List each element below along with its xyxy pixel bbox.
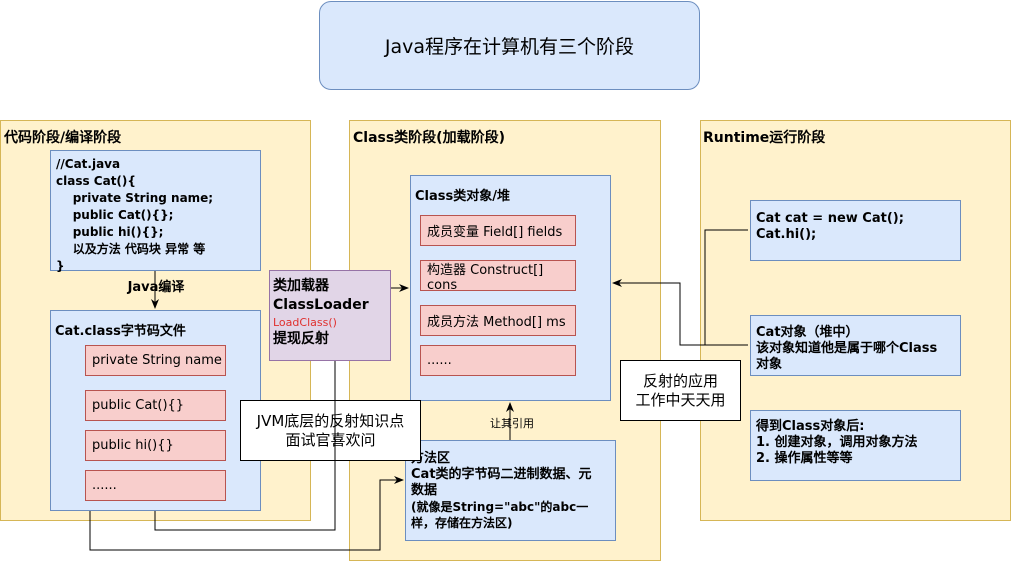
- class-object-constructor: 构造器 Construct[] cons: [420, 260, 576, 293]
- diagram-title: Java程序在计算机有三个阶段: [319, 1, 700, 90]
- runtime-get-line: 2. 操作属性等等: [756, 451, 853, 466]
- bytecode-to-methodarea-arrow: [89, 476, 404, 551]
- class-object-more: ......: [420, 345, 576, 376]
- source-line: class Cat(){: [56, 174, 136, 188]
- class-object-field: 成员变量 Field[] fields: [420, 215, 576, 246]
- ref-label: 让其引用: [488, 416, 536, 431]
- bytecode-item: public Cat(){}: [85, 390, 226, 421]
- class-object-method: 成员方法 Method[] ms: [420, 305, 576, 336]
- runtime-get-box: 得到Class对象后: 1. 创建对象，调用对象方法 2. 操作属性等等: [750, 410, 961, 481]
- runtime-get-line: 得到Class对象后:: [756, 419, 865, 434]
- jvm-note: JVM底层的反射知识点 面试官喜欢问: [240, 400, 421, 461]
- loadclass-method: LoadClass(): [273, 316, 337, 329]
- source-code-box: //Cat.java class Cat(){ private String n…: [50, 150, 261, 273]
- source-line: public Cat(){};: [56, 208, 174, 222]
- compile-label: Java编译: [124, 279, 188, 297]
- reflect-label: 提现反射: [273, 331, 329, 347]
- stage-class-title: Class类阶段(加载阶段): [353, 130, 505, 146]
- method-area-line: (就像是String="abc"的abc一: [411, 500, 589, 514]
- runtime-get-line: 1. 创建对象，调用对象方法: [756, 435, 918, 450]
- classloader-label: 类加载器: [273, 278, 329, 294]
- bytecode-item: ......: [85, 470, 226, 501]
- runtime-object-box: Cat对象（堆中） 该对象知道他是属于哪个Class 对象: [750, 315, 961, 376]
- bytecode-item: public hi(){}: [85, 430, 226, 461]
- classloader-box: 类加载器 ClassLoader LoadClass() 提现反射: [269, 270, 391, 361]
- runtime-code-line: Cat.hi();: [756, 227, 817, 242]
- bytecode-title: Cat.class字节码文件: [55, 324, 186, 339]
- source-line: //Cat.java: [56, 157, 121, 171]
- jvm-note-line: 面试官喜欢问: [285, 430, 376, 449]
- runtime-code-line: Cat cat = new Cat();: [756, 211, 904, 226]
- source-line: 以及方法 代码块 异常 等: [56, 242, 206, 256]
- source-line: }: [56, 259, 65, 273]
- bytecode-item: private String name: [85, 345, 226, 376]
- reflect-note-line: 反射的应用: [642, 371, 718, 390]
- runtime-to-class-arrow: [612, 229, 748, 346]
- runtime-object-line: 该对象知道他是属于哪个Class: [756, 341, 938, 356]
- method-area-line: 数据: [411, 483, 438, 498]
- method-area-line: Cat类的字节码二进制数据、元: [411, 467, 592, 482]
- runtime-object-line: Cat对象（堆中）: [756, 325, 859, 340]
- class-object-title: Class类对象/堆: [415, 189, 510, 204]
- reflect-note-line: 工作中天天用: [635, 390, 726, 409]
- reflect-note: 反射的应用 工作中天天用: [620, 360, 741, 421]
- jvm-note-line: JVM底层的反射知识点: [256, 411, 405, 430]
- stage-code-title: 代码阶段/编译阶段: [4, 130, 122, 146]
- runtime-object-line: 对象: [756, 357, 783, 372]
- stage-runtime-title: Runtime运行阶段: [703, 130, 826, 146]
- bytecode-to-loader-line: [154, 361, 336, 531]
- runtime-code-box: Cat cat = new Cat(); Cat.hi();: [750, 200, 961, 261]
- classloader-name: ClassLoader: [273, 297, 369, 313]
- method-area-line: 样，存储在方法区): [411, 516, 513, 530]
- source-line: public hi(){};: [56, 225, 164, 239]
- method-area-box: 方法区 Cat类的字节码二进制数据、元 数据 (就像是String="abc"的…: [405, 440, 616, 541]
- source-line: private String name;: [56, 191, 214, 205]
